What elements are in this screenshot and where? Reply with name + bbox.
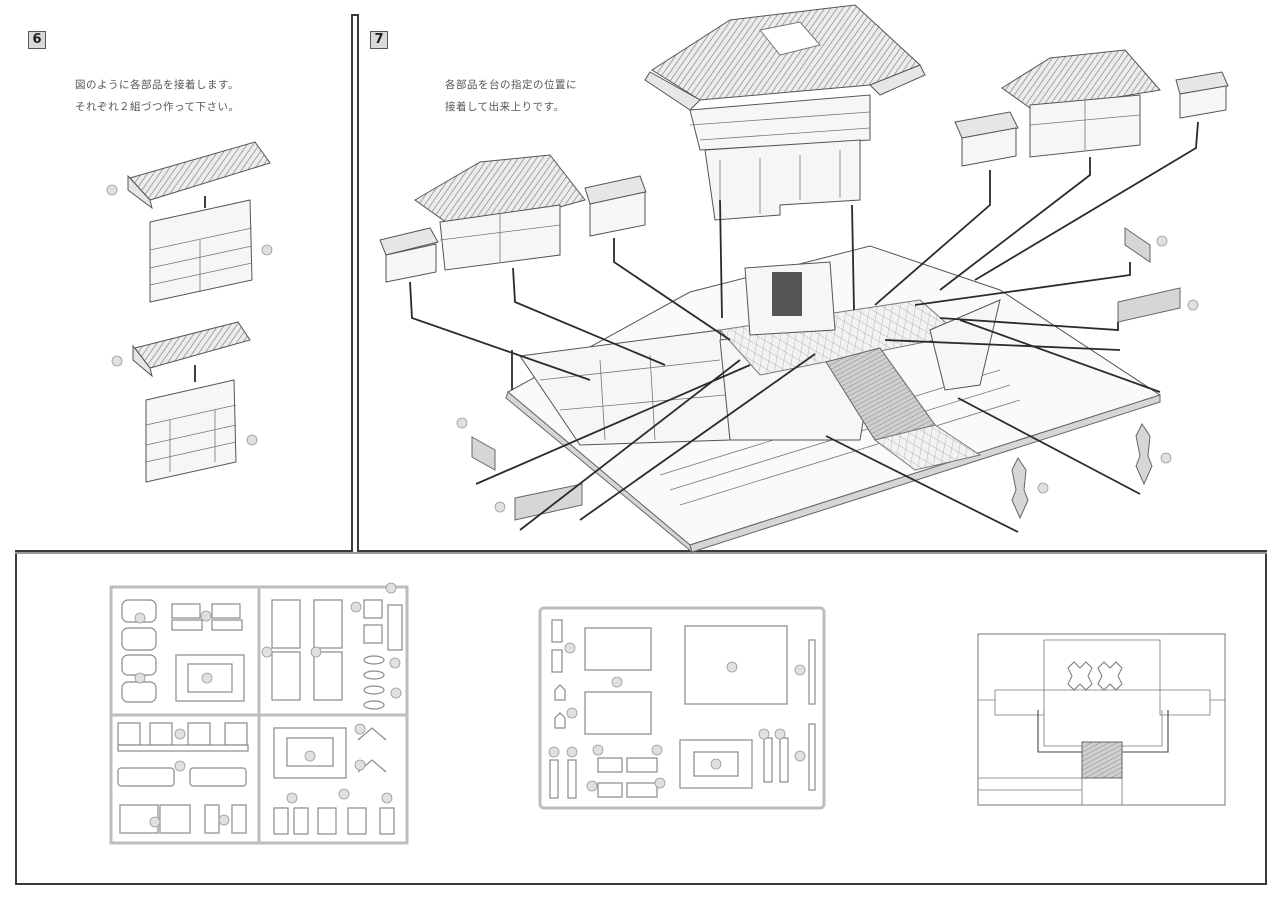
gate-tower: [644, 4, 926, 221]
parts-sprue-a: [109, 582, 409, 845]
right-hall: [1001, 49, 1161, 158]
step-6-instructions: 図のように各部品を接着します。 それぞれ２組づつ作って下さい。: [75, 74, 239, 118]
right-small-wall-b: [1175, 71, 1229, 119]
step-6-instruction-line-2: それぞれ２組づつ作って下さい。: [75, 101, 240, 113]
part-number-marker: [261, 244, 273, 256]
step-6-assembly-a: [106, 141, 273, 303]
left-hall: [414, 154, 586, 271]
fence-left-long: [494, 483, 583, 521]
gate-door-panel: [772, 272, 802, 316]
placement-leader-lines: [409, 121, 1199, 533]
section-divider: [15, 552, 1267, 554]
wall-part: [145, 379, 237, 483]
step-7-instruction-line-2: 接着して出来上りです。: [445, 101, 565, 113]
part-number-marker: [111, 355, 123, 367]
right-small-wall-a: [954, 111, 1019, 167]
fence-right-small: [1124, 227, 1168, 263]
part-number-marker: [246, 434, 258, 446]
step-6-instruction-line-1: 図のように各部品を接着します。: [75, 79, 239, 91]
gate-upper-story: [689, 94, 871, 151]
lantern-left: [1011, 457, 1049, 520]
left-small-wall: [379, 227, 439, 283]
step-7-number: 7: [370, 31, 388, 49]
roof-part: [129, 141, 271, 201]
roof-part: [134, 321, 251, 369]
parts-sprue-b: [538, 606, 826, 810]
stone-base-platform: [505, 245, 1162, 554]
wall-part: [149, 199, 253, 303]
fence-left-small: [456, 417, 496, 471]
step-6-assembly-b: [111, 321, 258, 483]
fence-right-long: [1117, 287, 1199, 323]
left-center-small-wall: [584, 175, 647, 237]
step-7-instructions: 各部品を台の指定の位置に 接着して出来上りです。: [445, 74, 577, 118]
floor-plan-stairs: [1081, 741, 1123, 779]
step-6-number: 6: [28, 31, 46, 49]
step-7-instruction-line-1: 各部品を台の指定の位置に: [445, 79, 577, 91]
lantern-right: [1135, 423, 1172, 486]
part-number-marker: [106, 184, 118, 196]
gate-lower-story: [704, 139, 861, 221]
floor-plan-diagram: [977, 633, 1226, 806]
